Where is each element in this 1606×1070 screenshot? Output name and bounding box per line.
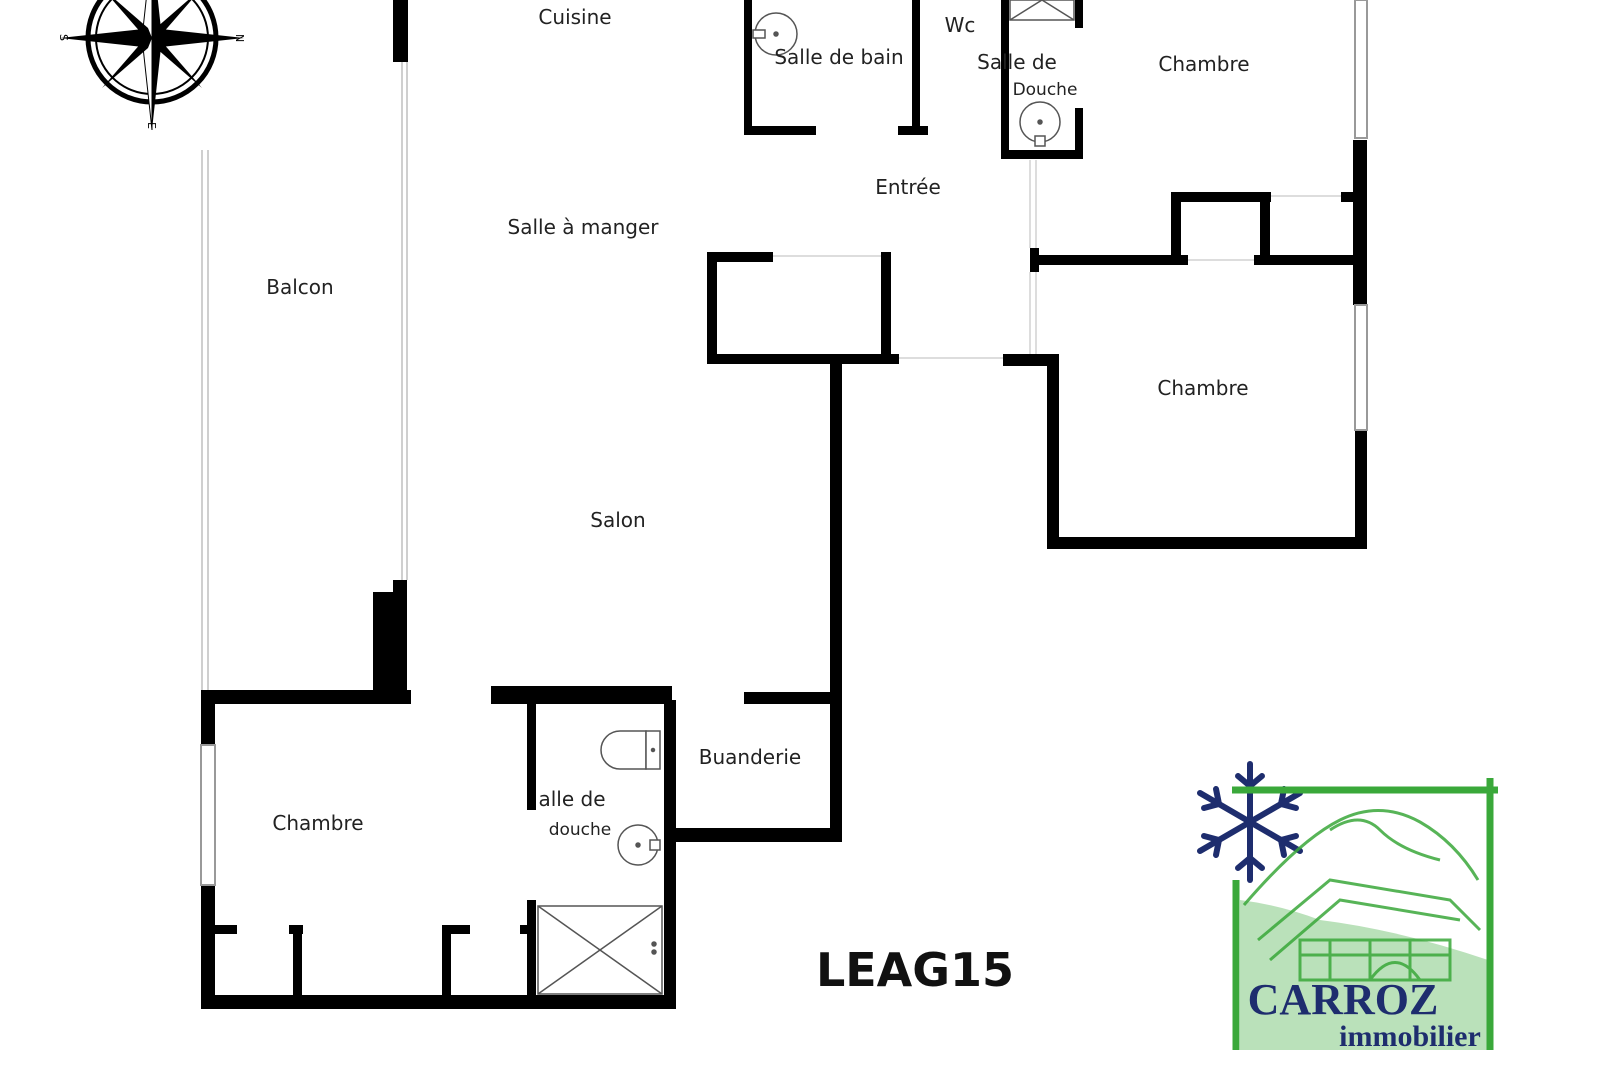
room-label-salle-de-bain: Salle de bain bbox=[774, 45, 903, 69]
room-labels: Cuisine Salle de bain Wc Salle de Douche… bbox=[266, 5, 1249, 840]
compass-rose-icon: S N E bbox=[57, 0, 246, 131]
room-label-salle-de-douche-top-2: Douche bbox=[1013, 80, 1078, 100]
carroz-logo: CARROZ immobilier bbox=[1197, 761, 1498, 1053]
fixtures bbox=[537, 0, 1075, 995]
logo-subtitle: immobilier bbox=[1339, 1020, 1481, 1053]
room-label-cuisine: Cuisine bbox=[538, 5, 611, 29]
windows bbox=[200, 0, 1368, 886]
compass-e-label: E bbox=[145, 122, 158, 129]
sink-icon bbox=[1019, 101, 1061, 147]
listing-reference: LEAG15 bbox=[816, 943, 1014, 997]
toilet-icon bbox=[600, 730, 661, 770]
shower-icon bbox=[1009, 0, 1075, 21]
room-label-salle-a-manger: Salle à manger bbox=[508, 215, 660, 239]
room-label-entree: Entrée bbox=[875, 175, 941, 199]
room-label-buanderie: Buanderie bbox=[699, 745, 801, 769]
logo-brand-name: CARROZ bbox=[1248, 975, 1439, 1024]
walls bbox=[201, 0, 1367, 1009]
room-label-salle-de-douche-top-1: Salle de bbox=[977, 50, 1057, 74]
room-label-salle-de-douche-bottom-2: douche bbox=[549, 820, 612, 840]
room-label-salon: Salon bbox=[590, 508, 645, 532]
room-label-chambre-top: Chambre bbox=[1158, 52, 1249, 76]
room-label-balcon: Balcon bbox=[266, 275, 333, 299]
snowflake-icon bbox=[1197, 761, 1303, 883]
sink-icon bbox=[617, 824, 661, 866]
room-label-salle-de-douche-bottom-1: alle de bbox=[538, 787, 605, 811]
sink-icon bbox=[752, 12, 798, 56]
compass-n-label: N bbox=[233, 34, 246, 42]
room-label-chambre-bottom: Chambre bbox=[272, 811, 363, 835]
room-label-chambre-mid: Chambre bbox=[1157, 376, 1248, 400]
shower-icon bbox=[537, 905, 663, 995]
compass-s-label: S bbox=[57, 34, 70, 41]
room-label-wc: Wc bbox=[945, 13, 976, 37]
